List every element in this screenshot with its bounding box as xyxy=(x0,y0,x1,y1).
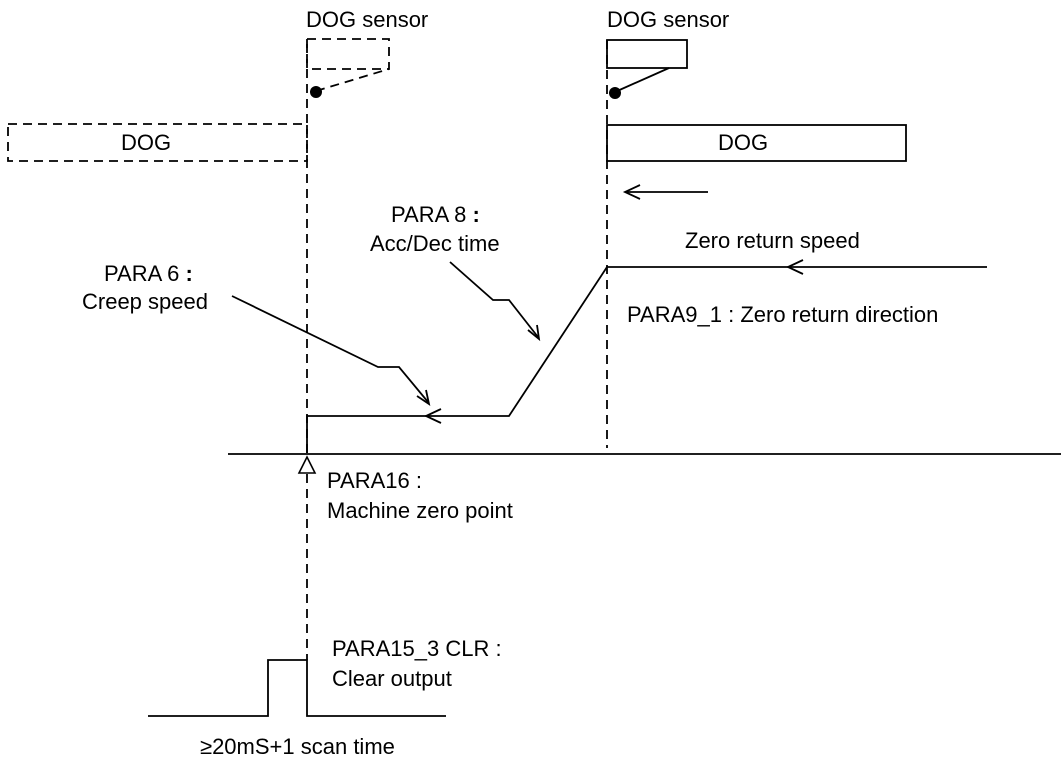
dog-block-left xyxy=(7,123,308,162)
para16-desc: Machine zero point xyxy=(327,498,513,523)
dog-sensor-left xyxy=(306,38,390,98)
para15-label: PARA15_3 CLR : xyxy=(332,636,502,661)
clear-output-pulse xyxy=(148,659,446,717)
dog-left-label: DOG xyxy=(121,130,171,155)
speed-profile xyxy=(306,259,987,453)
para8-label: PARA 8 : xyxy=(391,202,480,227)
para6-label: PARA 6 : xyxy=(104,261,193,286)
dog-sensor-right xyxy=(606,39,688,99)
para8-desc: Acc/Dec time xyxy=(370,231,500,256)
para8-leader xyxy=(449,261,541,342)
para6-desc: Creep speed xyxy=(82,289,208,314)
dog-block-right xyxy=(606,124,907,162)
para15-desc: Clear output xyxy=(332,666,452,691)
pulse-width-label: ≥20mS+1 scan time xyxy=(200,734,395,759)
zero-return-speed-label: Zero return speed xyxy=(685,228,860,253)
dog-sensor-right-label: DOG sensor xyxy=(607,7,729,32)
para16-label: PARA16 : xyxy=(327,468,422,493)
para9-1-label: PARA9_1 : Zero return direction xyxy=(627,302,938,327)
dog-right-label: DOG xyxy=(718,130,768,155)
dog-movement-arrow xyxy=(622,184,708,200)
para6-leader xyxy=(231,295,431,406)
dog-sensor-left-label: DOG sensor xyxy=(306,7,428,32)
machine-zero-triangle xyxy=(297,455,317,474)
